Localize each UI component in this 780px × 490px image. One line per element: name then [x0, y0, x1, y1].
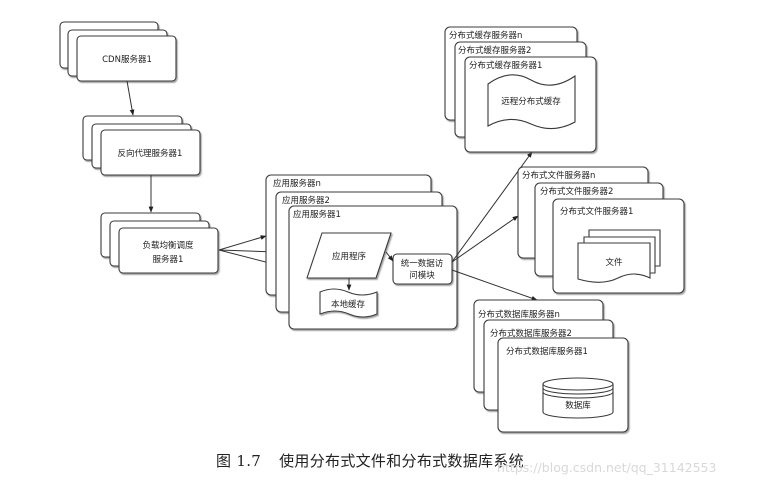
file-server-stack: 分布式文件服务器n 分布式文件服务器2 分布式文件服务器1 文件	[517, 166, 685, 294]
file-server-1-label: 分布式文件服务器1	[560, 206, 633, 217]
cache-server-1-label: 分布式缓存服务器1	[469, 60, 542, 71]
arrow-to-db-servers	[451, 269, 538, 301]
app-program-shape	[306, 232, 392, 279]
arrow-lb-to-app-n	[218, 235, 267, 251]
arrow-app-to-data-access	[385, 251, 394, 262]
file-server-2-label: 分布式文件服务器2	[540, 186, 613, 197]
app-server-n-label: 应用服务器n	[273, 178, 321, 189]
watermark: https://blog.csdn.net/qq_31142553	[497, 460, 717, 475]
local-cache-shape	[319, 288, 378, 318]
database-label: 数据库	[565, 400, 591, 411]
db-server-n-label: 分布式数据库服务器n	[478, 309, 560, 320]
database-cylinder-icon	[542, 377, 614, 419]
app-server-2-label: 应用服务器2	[282, 195, 330, 206]
data-access-label-1: 统一数据访	[401, 258, 444, 269]
cdn-server-label: CDN服务器1	[102, 54, 152, 65]
db-server-stack: 分布式数据库服务器n 分布式数据库服务器2 分布式数据库服务器1 数据库	[473, 299, 629, 433]
cache-server-stack: 分布式缓存服务器n 分布式缓存服务器2 分布式缓存服务器1 远程分布式缓存	[444, 26, 597, 153]
data-access-module	[392, 253, 453, 285]
db-server-2-label: 分布式数据库服务器2	[490, 328, 572, 339]
load-balancer-label-1: 负载均衡调度	[142, 240, 194, 251]
remote-cache-label: 远程分布式缓存	[501, 96, 561, 107]
app-server-stack: 应用服务器n 应用服务器2 应用服务器1 应用程序 本地缓存 统一数据访 问模块	[265, 174, 458, 330]
cdn-server-front	[76, 35, 177, 82]
file-document-stack	[577, 229, 661, 283]
app-program-label: 应用程序	[332, 251, 367, 262]
arrow-cdn-to-proxy	[126, 80, 135, 116]
load-balancer-front	[118, 227, 219, 274]
reverse-proxy-label: 反向代理服务器1	[118, 148, 183, 159]
local-cache-label: 本地缓存	[331, 299, 366, 310]
arrow-to-file-servers	[451, 215, 519, 263]
file-doc-front	[577, 242, 651, 283]
remote-cache-shape	[487, 74, 576, 130]
cache-server-n-label: 分布式缓存服务器n	[449, 30, 522, 41]
load-balancer-label-2: 服务器1	[153, 254, 184, 265]
db-server-1-label: 分布式数据库服务器1	[506, 346, 588, 357]
figure-number: 图 1.7	[216, 452, 262, 470]
figure-title: 使用分布式文件和分布式数据库系统	[279, 452, 524, 470]
data-access-label-2: 问模块	[409, 270, 435, 281]
file-label: 文件	[605, 257, 623, 268]
load-balancer-stack: 负载均衡调度 服务器1	[100, 212, 219, 274]
app-server-1-label: 应用服务器1	[293, 209, 341, 220]
cdn-server-stack: CDN服务器1	[59, 21, 177, 82]
cache-server-2-label: 分布式缓存服务器2	[458, 45, 531, 56]
reverse-proxy-stack: 反向代理服务器1	[82, 115, 201, 176]
figure-caption: 图 1.7 使用分布式文件和分布式数据库系统	[216, 450, 524, 471]
file-server-n-label: 分布式文件服务器n	[522, 170, 595, 181]
